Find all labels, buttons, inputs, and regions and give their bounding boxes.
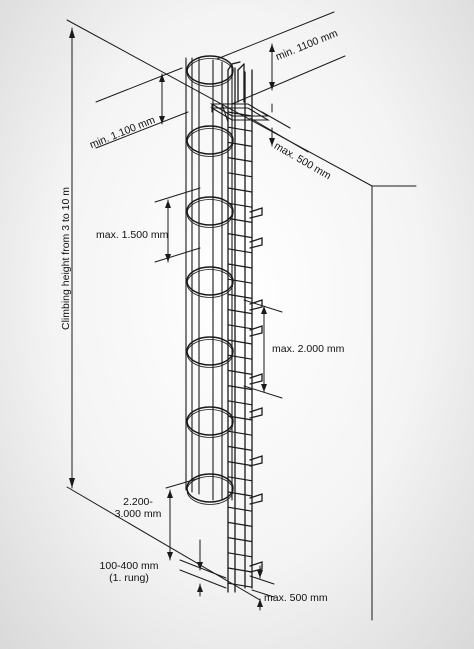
cage-hoop-inner xyxy=(186,199,234,228)
label-first-rung-line1: 100-400 mm xyxy=(99,560,159,572)
dim-bracket-spacing xyxy=(243,299,283,399)
wall-bracket xyxy=(249,325,263,337)
dim-first-rung xyxy=(179,539,227,597)
label-cage-bottom: 2.200- 3.000 mm xyxy=(110,496,166,520)
label-first-rung: 100-400 mm (1. rung) xyxy=(98,560,160,584)
dim-exit-distance xyxy=(249,103,309,153)
wall-bracket xyxy=(249,299,263,311)
ladder-rungs xyxy=(227,111,253,588)
rung xyxy=(227,506,253,512)
wall-bracket xyxy=(249,493,263,505)
wall-bracket xyxy=(249,207,263,219)
cage-hoop-inner xyxy=(186,58,234,87)
wall-bracket xyxy=(249,407,263,419)
dim-hoop-spacing xyxy=(154,187,201,263)
rung xyxy=(227,521,253,528)
rung xyxy=(227,567,253,573)
rung xyxy=(227,582,253,588)
rung xyxy=(227,552,253,558)
cage-hoop-inner xyxy=(186,269,234,298)
exit-platform xyxy=(210,103,291,129)
wall-bracket xyxy=(249,237,263,249)
label-hoop-spacing: max. 1.500 mm xyxy=(96,229,169,241)
cage-hoop-inner xyxy=(186,339,234,368)
rung xyxy=(227,536,253,543)
wall-bracket xyxy=(249,455,263,467)
wall-outline xyxy=(66,19,417,621)
cage-hoop-inner xyxy=(186,476,234,505)
label-bottom-distance: max. 500 mm xyxy=(264,592,328,604)
wall-brackets xyxy=(249,207,263,573)
label-first-rung-line2: (1. rung) xyxy=(109,572,149,585)
climbing-height-dimension xyxy=(69,27,75,489)
label-bracket-spacing: max. 2.000 mm xyxy=(272,343,345,355)
dim-bottom-distance xyxy=(249,565,275,611)
cage-hoops xyxy=(186,55,234,505)
wall-bracket xyxy=(249,561,263,573)
label-climbing-height: Climbing height from 3 to 10 m xyxy=(60,187,72,330)
cage-hoop xyxy=(186,196,234,226)
cage-hoop xyxy=(186,55,234,85)
cage-hoop-inner xyxy=(186,128,234,157)
label-cage-bottom-line2: 3.000 mm xyxy=(114,508,162,521)
dim-cage-bottom xyxy=(165,477,201,561)
cage-hoop xyxy=(186,473,234,503)
cage-hoop xyxy=(186,125,234,155)
dim-top-rail xyxy=(216,11,346,105)
cage-hoop-inner xyxy=(186,409,234,438)
cage-hoop xyxy=(186,266,234,296)
cage-hoop xyxy=(186,336,234,366)
cage-hoop xyxy=(186,406,234,436)
wall-bracket xyxy=(249,373,263,385)
label-cage-bottom-line1: 2.200- xyxy=(123,496,153,508)
dim-cage-start xyxy=(95,67,189,149)
ladder-rails xyxy=(227,61,253,593)
